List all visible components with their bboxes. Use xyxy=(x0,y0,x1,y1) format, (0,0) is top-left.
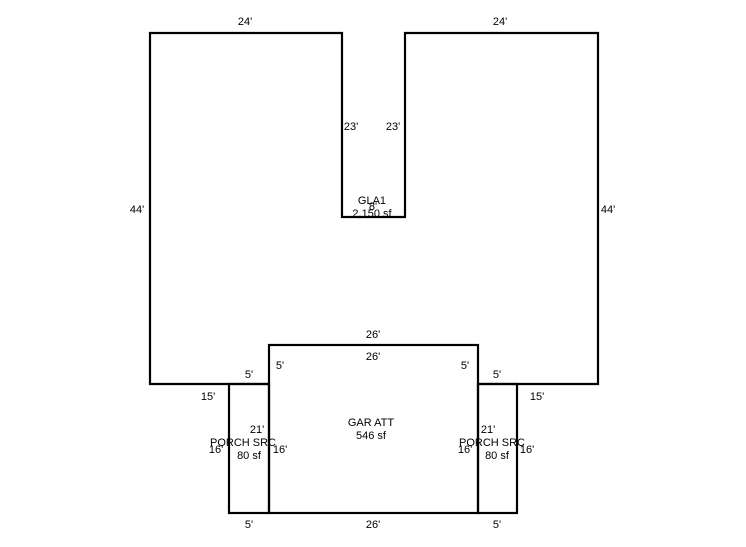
area-garage-size: 546 sf xyxy=(356,430,387,442)
area-garage-name: GAR ATT xyxy=(348,417,395,429)
dim-gla-notch-right: 23' xyxy=(386,121,400,133)
dim-gla-notch-bottom: 8' xyxy=(369,201,377,213)
dim-gla-bottom-center: 26' xyxy=(366,329,380,341)
area-gla-size: 2,150 sf xyxy=(352,208,392,220)
area-porch-right-name: PORCH SRC xyxy=(459,437,525,449)
dim-gar-top: 26' xyxy=(366,351,380,363)
gla-outline xyxy=(148,31,600,386)
dim-porch-right-bottom: 5' xyxy=(493,519,501,531)
area-porch-left-name: PORCH SRC xyxy=(210,437,276,449)
dim-gla-top-left: 24' xyxy=(238,16,252,28)
dim-porch-right-inner: 21' xyxy=(481,424,495,436)
dim-gla-notch-left: 23' xyxy=(344,121,358,133)
dim-gla-bottom-left: 15' xyxy=(201,391,215,403)
dim-porch-left-top: 5' xyxy=(245,369,253,381)
area-porch-left-size: 80 sf xyxy=(237,450,262,462)
dim-gla-right: 44' xyxy=(601,204,615,216)
dim-gar-left-top: 5' xyxy=(276,360,284,372)
dim-gar-right-top: 5' xyxy=(461,360,469,372)
garage-outline xyxy=(267,343,480,515)
dim-porch-left-bottom: 5' xyxy=(245,519,253,531)
dim-porch-right-top: 5' xyxy=(493,369,501,381)
dim-porch-right-outer: 16' xyxy=(520,444,534,456)
dim-gla-left: 44' xyxy=(130,204,144,216)
porch-right-outline xyxy=(476,382,519,515)
dim-porch-left-outer: 16' xyxy=(209,444,223,456)
dim-gar-left: 16' xyxy=(273,444,287,456)
dim-gla-bottom-right: 15' xyxy=(530,391,544,403)
area-gla-name: GLA1 xyxy=(358,195,386,207)
dim-gar-right: 16' xyxy=(458,444,472,456)
area-porch-right-size: 80 sf xyxy=(485,450,510,462)
dim-porch-left-inner: 21' xyxy=(250,424,264,436)
dim-gar-bottom: 26' xyxy=(366,519,380,531)
porch-left-outline xyxy=(227,382,271,515)
dim-gla-top-right: 24' xyxy=(493,16,507,28)
